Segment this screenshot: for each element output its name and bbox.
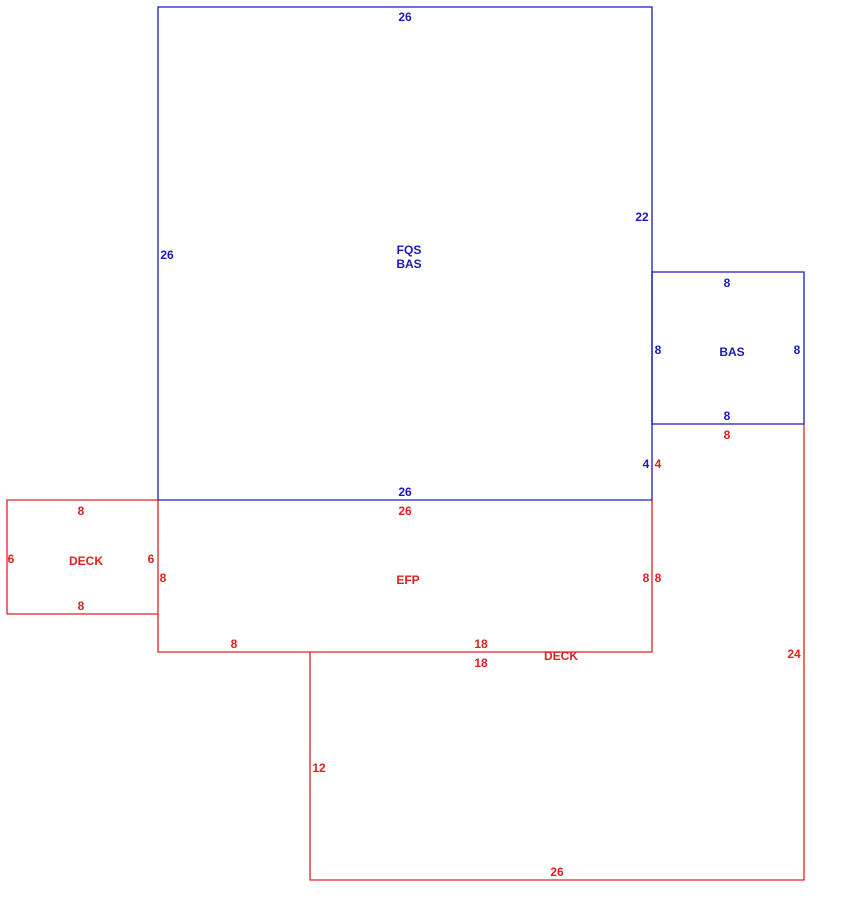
- rear-deck-outline: [309, 424, 805, 881]
- left-deck-bottom-dimension: 8: [78, 599, 85, 613]
- left-deck-outline: [6, 499, 158, 615]
- main-area-label-fqs: FQS: [397, 243, 422, 257]
- porch-top-dimension: 26: [398, 504, 412, 518]
- addition-right-dimension: 8: [794, 343, 801, 357]
- addition-top-dimension: 8: [724, 276, 731, 290]
- porch-left-dimension: 8: [160, 571, 167, 585]
- porch-bottom-right-dimension: 18: [474, 637, 488, 651]
- left-deck-top-dimension: 8: [78, 504, 85, 518]
- main-left-dimension: 26: [160, 248, 174, 262]
- rear-deck-bottom-dimension: 26: [550, 865, 564, 879]
- left-deck-right-dimension: 6: [148, 552, 155, 566]
- addition-label: BAS: [719, 345, 744, 359]
- addition-left-dimension: 8: [655, 343, 662, 357]
- porch-label: EFP: [396, 573, 419, 587]
- porch-bottom-left-dimension: 8: [231, 637, 238, 651]
- main-right-lower-dimension: 4: [643, 457, 650, 471]
- rear-deck-area: 18 12 24 26 DECK: [309, 424, 805, 881]
- rear-deck-top-dimension: 18: [474, 656, 488, 670]
- left-deck-left-dimension: 6: [8, 552, 15, 566]
- main-right-upper-dimension: 22: [635, 210, 649, 224]
- left-deck-area: 8 6 6 8 DECK: [6, 499, 158, 615]
- porch-right-outer-dimension: 8: [655, 571, 662, 585]
- main-area-label-bas: BAS: [396, 257, 421, 271]
- main-bottom-dimension: 26: [398, 485, 412, 499]
- porch-area: 26 8 8 8 8 18 4 8 EFP: [157, 428, 731, 653]
- left-deck-label: DECK: [69, 554, 103, 568]
- rear-deck-label: DECK: [544, 649, 578, 663]
- addition-bottom-red-dimension: 8: [724, 428, 731, 442]
- porch-right-inner-dimension: 8: [643, 571, 650, 585]
- porch-outline: [157, 500, 653, 653]
- main-top-dimension: 26: [398, 10, 412, 24]
- rear-deck-right-dimension: 24: [787, 647, 801, 661]
- addition-area: 8 8 8 8 BAS: [651, 271, 805, 425]
- main-area: 26 26 22 4 26 FQS BAS: [157, 6, 653, 501]
- addition-bottom-dimension: 8: [724, 409, 731, 423]
- rear-deck-left-dimension: 12: [312, 761, 326, 775]
- porch-upper-right-dimension: 4: [655, 457, 662, 471]
